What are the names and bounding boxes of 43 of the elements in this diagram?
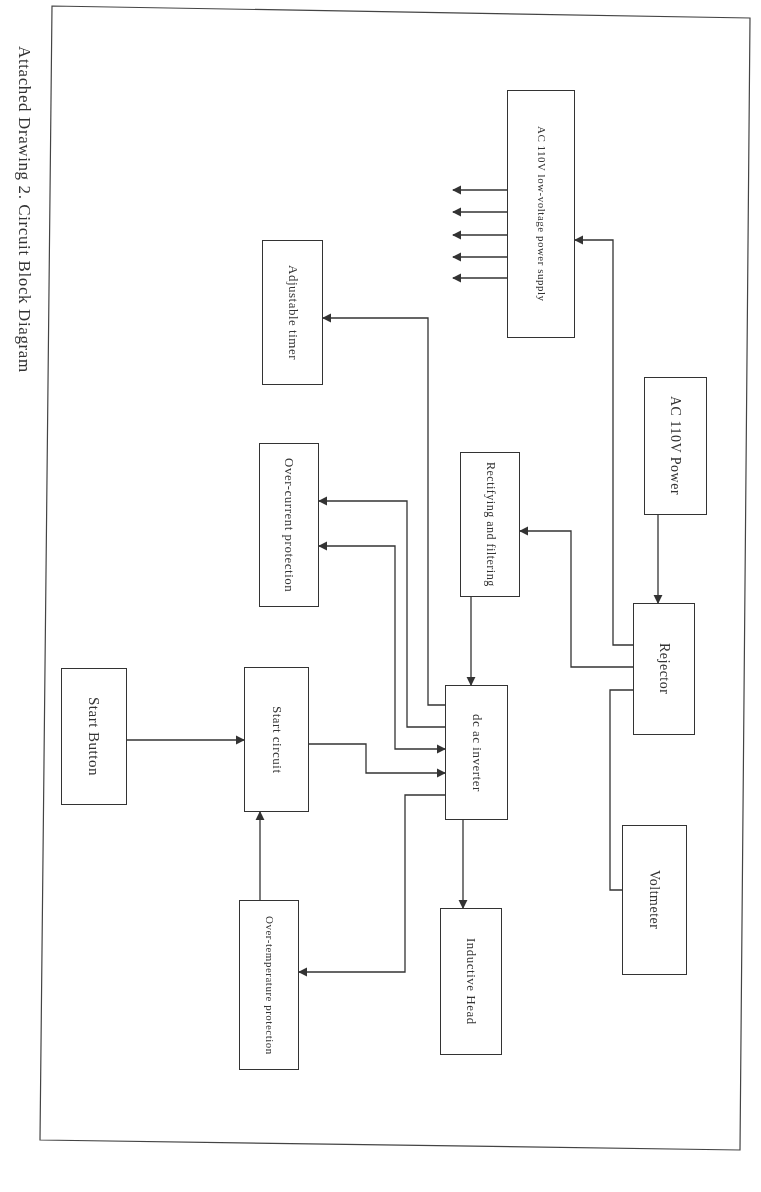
arrow: [574, 235, 634, 646]
block-label: AC 110V Power: [667, 396, 685, 496]
block-label: Start Button: [85, 697, 104, 776]
arrow: [318, 496, 446, 728]
block-label: Voltmeter: [646, 870, 664, 930]
block-label: Start circuit: [268, 705, 285, 774]
arrow: [519, 526, 634, 668]
block-label: Rejector: [655, 643, 673, 695]
block-box: [622, 825, 687, 975]
block-box: [262, 240, 323, 385]
arrow: [126, 735, 245, 745]
block-label: Over-current protection: [281, 457, 298, 593]
arrow: [466, 596, 476, 686]
arrow: [452, 230, 508, 240]
arrow: [452, 252, 508, 262]
block-box: [445, 685, 508, 820]
block-box: [507, 90, 575, 338]
arrow: [308, 743, 446, 778]
block-label: Over-temperature protection: [262, 915, 276, 1055]
block-box: [460, 452, 520, 597]
caption: Attached Drawing 2. Circuit Block Diagram: [14, 46, 34, 373]
arrow: [452, 207, 508, 217]
block-box: [644, 377, 707, 515]
block-box: [259, 443, 319, 607]
block-label: Rectifying and filtering: [482, 462, 498, 587]
arrow: [653, 514, 663, 604]
arrow: [298, 794, 446, 977]
block-box: [239, 900, 299, 1070]
block-label: AC 110V low-voltage power supply: [534, 126, 548, 302]
block-label: Inductive Head: [463, 938, 480, 1025]
arrow: [255, 811, 265, 901]
arrow: [452, 273, 508, 283]
block-label: dc ac inverter: [468, 713, 485, 792]
arrow: [322, 313, 446, 706]
block-box: [244, 667, 309, 812]
arrow: [318, 541, 446, 754]
block-box: [633, 603, 695, 735]
block-box: [440, 908, 502, 1055]
arrow: [458, 819, 468, 909]
arrow: [452, 185, 508, 195]
block-box: [61, 668, 127, 805]
block-label: Adjustable timer: [284, 265, 301, 360]
connector-line: [609, 689, 634, 891]
